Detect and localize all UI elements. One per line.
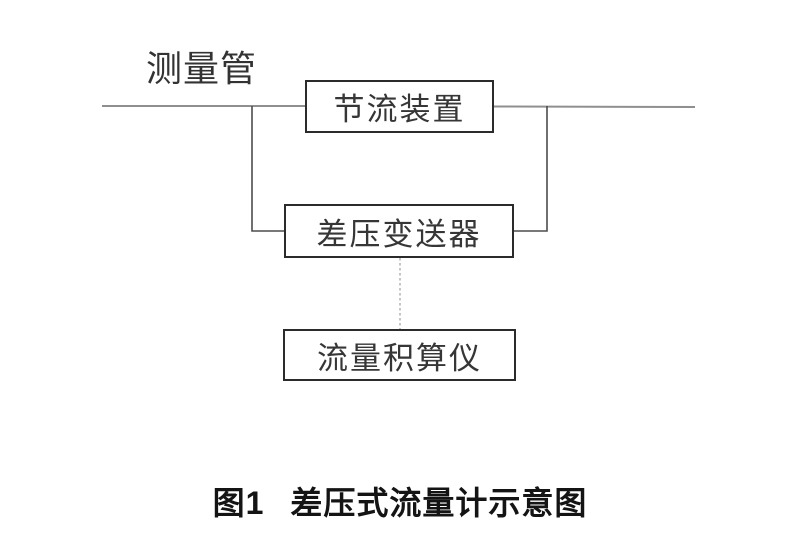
node-dp-transmitter: 差压变送器: [284, 204, 514, 258]
pipe-label: 测量管: [146, 48, 258, 89]
node-flow-totalizer: 流量积算仪: [283, 329, 516, 381]
left-tap-line: [251, 106, 284, 232]
node-throttling-device: 节流装置: [305, 80, 494, 133]
figure-title: 差压式流量计示意图: [290, 485, 588, 521]
node-dp-transmitter-label: 差压变送器: [316, 216, 482, 252]
node-throttling-device-label: 节流装置: [333, 92, 466, 127]
figure-number: 图1: [212, 485, 265, 521]
node-flow-totalizer-label: 流量积算仪: [317, 340, 482, 376]
pipe-line-right: [492, 105, 696, 108]
right-tap-line: [514, 106, 548, 232]
figure-caption: 图1 差压式流量计示意图: [0, 483, 800, 523]
